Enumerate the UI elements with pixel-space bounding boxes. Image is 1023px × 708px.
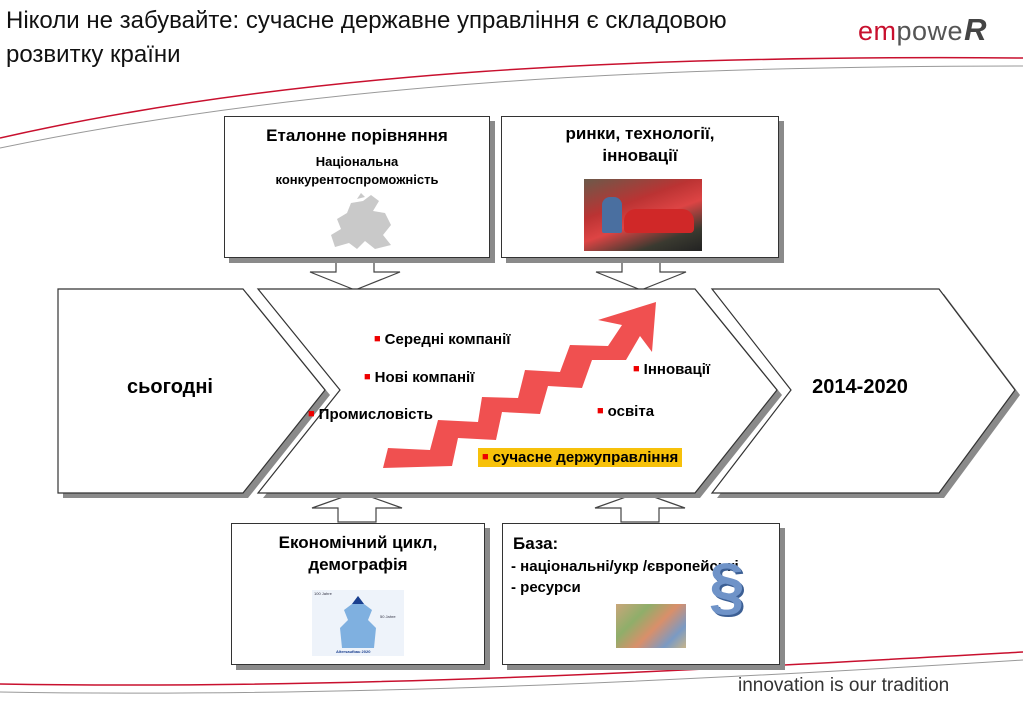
paragraph-icon: § <box>709 550 745 622</box>
down-arrow-left <box>309 257 401 291</box>
logo-mark-icon: R <box>964 12 987 47</box>
period-label: 2014-2020 <box>812 376 908 398</box>
markets-box: ринки, технології, інновації <box>501 116 779 258</box>
up-arrow-left <box>311 491 403 523</box>
item-medium-companies: ■Середні компанії <box>374 331 511 348</box>
base-line-national: - національні/укр /європейські <box>511 558 739 575</box>
benchmark-heading: Еталонне порівняння <box>266 126 448 145</box>
empower-logo: empoweR <box>858 12 987 47</box>
benchmark-box: Еталонне порівняння Національна конкурен… <box>224 116 490 258</box>
slide-title: Ніколи не забувайте: сучасне державне уп… <box>6 7 727 68</box>
item-innovation: ■Інновації <box>633 361 711 378</box>
today-label: сьогодні <box>127 376 213 398</box>
growth-staircase-arrow <box>383 302 656 468</box>
footer-tagline: innovation is our tradition <box>738 675 950 696</box>
benchmark-subheading: Національна конкурентоспроможність <box>275 154 439 187</box>
down-arrow-right <box>595 257 687 291</box>
bottom-swoosh-line-grey <box>0 659 1023 694</box>
item-modern-governance: ■сучасне держуправління <box>478 448 683 467</box>
right-chevron <box>710 288 1016 494</box>
base-box: База: - національні/укр /європейські - р… <box>502 523 780 665</box>
top-swoosh-line-grey <box>0 65 1023 149</box>
population-pyramid-icon: 100 Jahre 50 Jahre Altersaufbau 2020 <box>312 590 404 656</box>
economic-cycle-box: Економічний цикл, демографія 100 Jahre 5… <box>231 523 485 665</box>
europe-map-icon <box>331 193 391 249</box>
economic-cycle-heading: Економічний цикл, демографія <box>278 533 438 574</box>
left-chevron <box>57 288 326 494</box>
base-heading: База: <box>513 534 559 553</box>
item-industry: ■Промисловість <box>308 406 434 423</box>
base-line-resources: - ресурси <box>511 579 581 596</box>
top-swoosh-line <box>0 56 1023 139</box>
car-factory-photo <box>584 179 702 251</box>
item-new-companies: ■Нові компанії <box>364 369 475 386</box>
bottom-swoosh-line <box>0 651 1023 686</box>
markets-heading: ринки, технології, інновації <box>565 124 715 165</box>
up-arrow-right <box>594 491 686 523</box>
banknotes-photo <box>616 604 686 648</box>
item-education: ■освіта <box>597 403 655 420</box>
